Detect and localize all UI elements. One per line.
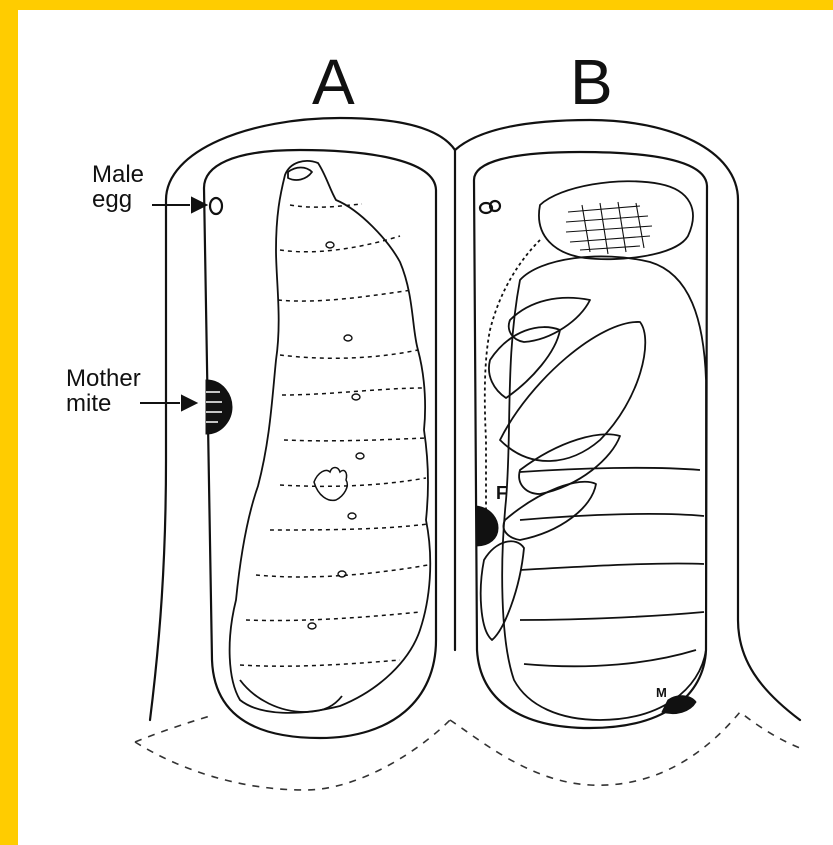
male-marker: M [656, 686, 667, 700]
mother-mite-label-line1: Mother [66, 366, 141, 391]
comb-base-dashed [135, 712, 800, 790]
pupa-leg-3 [519, 434, 620, 494]
male-mite-cell-b [662, 696, 696, 714]
pupa-leg-2 [489, 327, 560, 398]
cell-a-inner [204, 150, 436, 738]
male-egg-label: Male egg [92, 162, 144, 212]
larva-body-outline [230, 161, 431, 713]
mite-offspring-icon [314, 468, 347, 501]
female-marker: F [496, 484, 507, 503]
pupa-body [502, 256, 706, 720]
cell-b-outer-wall [455, 120, 800, 720]
pupa-leg-4 [503, 482, 596, 540]
bee-pupa-drawing [481, 181, 706, 720]
cell-a-heading: A [312, 50, 355, 114]
male-egg-cell-a [210, 198, 222, 214]
pupa-antenna [485, 240, 540, 520]
cell-a-inner-outline [204, 150, 436, 738]
female-mite-cell-b [476, 506, 498, 546]
male-egg-label-line1: Male [92, 162, 144, 187]
mother-mite-label: Mother mite [66, 366, 141, 416]
pupa-abdomen-segments [520, 468, 704, 666]
pupa-eye-hatching [566, 202, 652, 254]
cell-b-heading: B [570, 50, 613, 114]
male-egg-label-line2: egg [92, 187, 144, 212]
bee-larva-drawing [230, 161, 431, 713]
pupa-leg-1 [509, 298, 590, 342]
mother-mite-cell-a [206, 380, 232, 434]
larva-head [288, 168, 312, 181]
arrow-right-icon [140, 198, 206, 410]
mother-mite-label-line2: mite [66, 391, 141, 416]
